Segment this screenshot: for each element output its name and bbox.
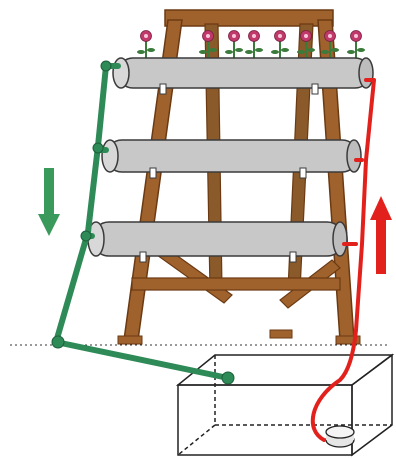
arrow-down-icon xyxy=(38,168,60,236)
flower-icon xyxy=(245,30,263,60)
tank-top xyxy=(175,354,395,386)
flower-icon xyxy=(297,30,315,60)
flower-icon xyxy=(271,30,289,60)
frame-foot-right xyxy=(335,335,361,345)
flower-row xyxy=(137,30,365,60)
flower-icon xyxy=(347,30,365,60)
pipe-pegs xyxy=(139,83,319,263)
grow-pipe-bottom xyxy=(87,221,348,257)
arrow-up-icon xyxy=(370,196,392,274)
frame-lower-bar xyxy=(131,277,341,291)
flower-icon xyxy=(321,30,339,60)
grow-pipe-middle xyxy=(101,139,362,173)
frame-foot-back xyxy=(269,329,293,339)
frame-foot-left xyxy=(117,335,143,345)
supply-pipe xyxy=(310,78,376,442)
reservoir-tank xyxy=(175,353,395,457)
flower-icon xyxy=(225,30,243,60)
tank-front xyxy=(177,384,353,456)
grow-pipe-top xyxy=(112,57,374,89)
pump-icon xyxy=(325,425,355,448)
tank-side xyxy=(351,353,393,457)
flower-icon xyxy=(137,30,155,60)
return-pipe-joints xyxy=(51,60,235,385)
tank-hidden-edge-3 xyxy=(177,424,216,456)
flower-icon xyxy=(199,30,217,60)
frame-top-bar xyxy=(164,9,334,27)
